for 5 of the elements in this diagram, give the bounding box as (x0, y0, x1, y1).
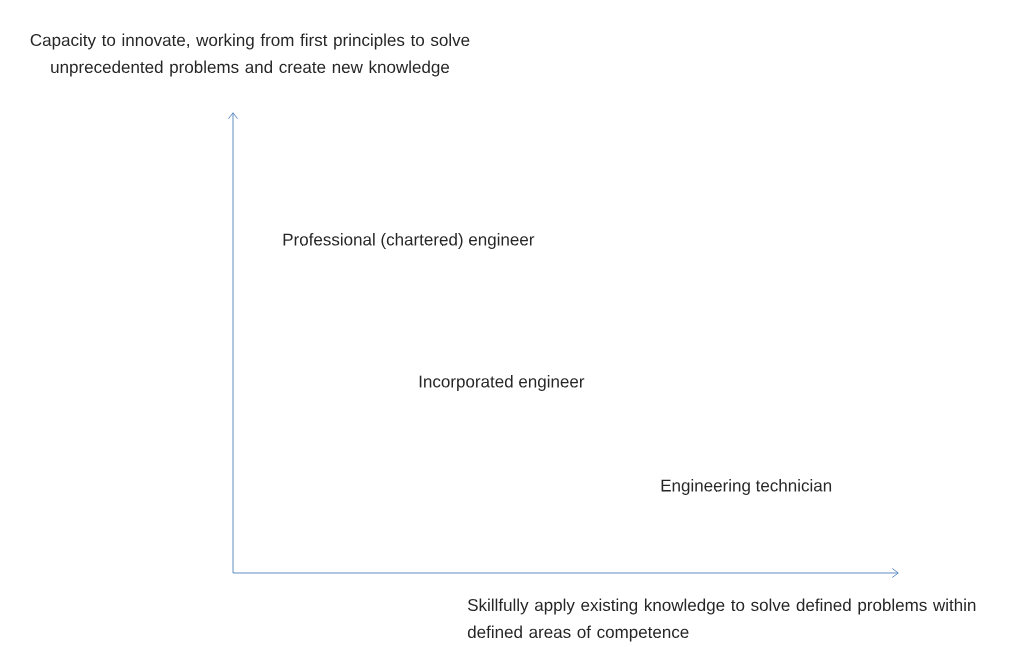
axis-label: Capacity to innovate, working from first principles to solve unprecedented problems and create new knowledge (30, 33, 470, 77)
axis-label: Professional (chartered) engineer (283, 233, 535, 249)
axis-label: Engineering technician (661, 479, 832, 495)
axis-label: Skillfully apply existing knowledge to solve defined problems within defined areas of competence (467, 598, 976, 642)
axis-label: Incorporated engineer (419, 375, 585, 391)
